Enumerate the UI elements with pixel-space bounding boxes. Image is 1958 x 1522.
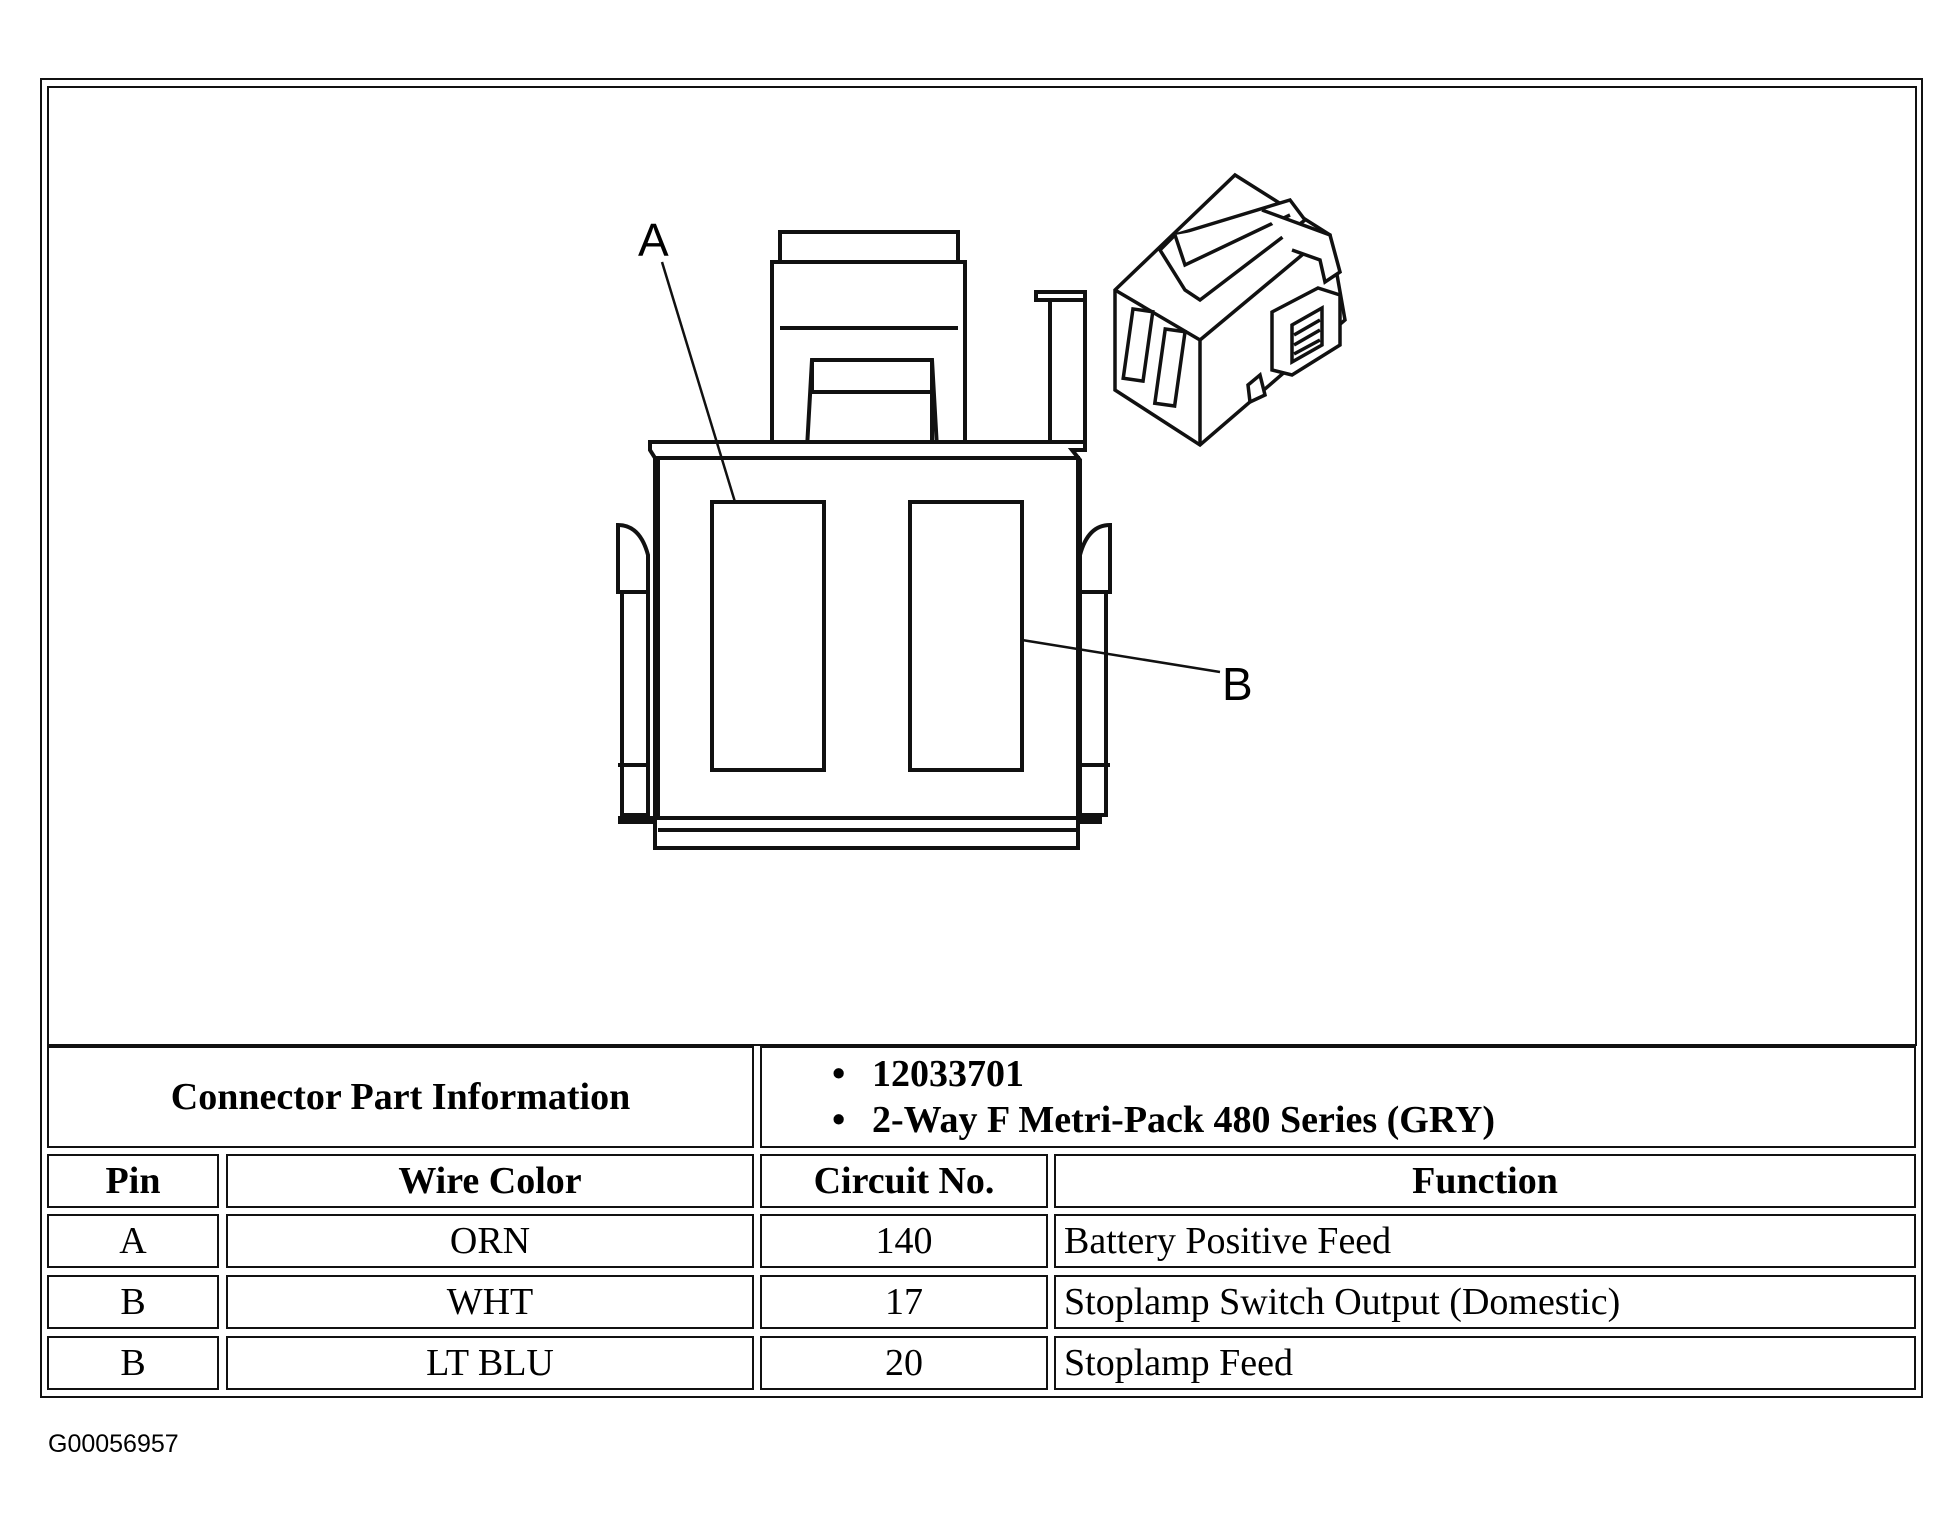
- connector-part-info: 12033701 2-Way F Metri-Pack 480 Series (…: [760, 1046, 1916, 1148]
- table-row-1-wire-color: ORN: [226, 1214, 754, 1268]
- cavity-a: [710, 500, 826, 772]
- table-row-2-pin: B: [47, 1275, 219, 1329]
- col-header-function: Function: [1054, 1154, 1916, 1208]
- figure-id: G00056957: [48, 1430, 179, 1458]
- part-description: 2-Way F Metri-Pack 480 Series (GRY): [832, 1097, 1495, 1143]
- connector-face-view: [616, 230, 1112, 850]
- table-row-2-wire-color: WHT: [226, 1275, 754, 1329]
- table-row-3-circuit: 20: [760, 1336, 1048, 1390]
- table-row-1-pin: A: [47, 1214, 219, 1268]
- figure-frame: [40, 78, 1923, 1398]
- table-row-2-function: Stoplamp Switch Output (Domestic): [1054, 1275, 1916, 1329]
- connector-info-label: Connector Part Information: [47, 1046, 754, 1148]
- connector-3d-view: [1113, 172, 1347, 448]
- pin-label-b: B: [1222, 658, 1253, 710]
- cavity-b: [908, 500, 1024, 772]
- col-header-pin: Pin: [47, 1154, 219, 1208]
- part-number: 12033701: [832, 1051, 1495, 1097]
- diagram-panel: [47, 86, 1917, 1046]
- col-header-circuit: Circuit No.: [760, 1154, 1048, 1208]
- table-row-1-function: Battery Positive Feed: [1054, 1214, 1916, 1268]
- table-row-2-circuit: 17: [760, 1275, 1048, 1329]
- table-row-3-pin: B: [47, 1336, 219, 1390]
- table-row-1-circuit: 140: [760, 1214, 1048, 1268]
- table-row-3-wire-color: LT BLU: [226, 1336, 754, 1390]
- col-header-wire-color: Wire Color: [226, 1154, 754, 1208]
- pin-label-a: A: [638, 214, 669, 266]
- table-row-3-function: Stoplamp Feed: [1054, 1336, 1916, 1390]
- leader-lines: [660, 261, 1221, 674]
